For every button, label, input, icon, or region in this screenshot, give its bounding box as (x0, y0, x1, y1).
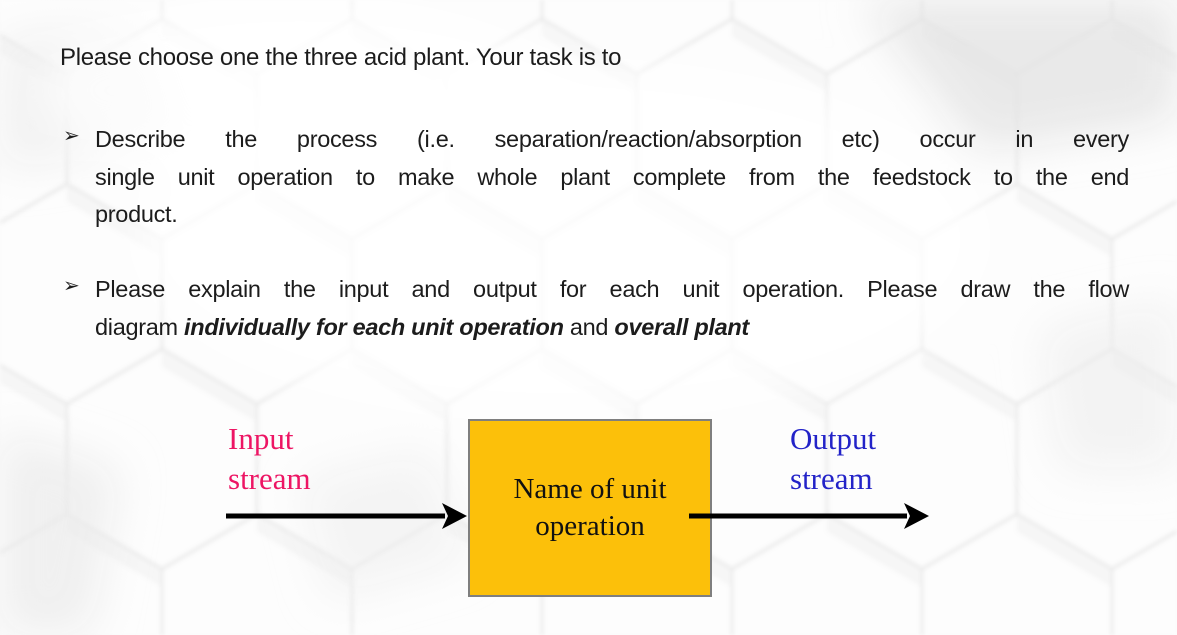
output-arrow (689, 503, 929, 529)
emphasis-individually: individually for each unit operation (184, 313, 564, 340)
bullet-item-describe-process: ➢ Describe the process (i.e. separation/… (63, 121, 1129, 234)
bullet-line: single unit operation to make whole plan… (95, 163, 1129, 190)
bullet-line: Describe the process (i.e. separation/re… (95, 126, 1129, 152)
output-stream-label: Output stream (790, 421, 877, 496)
slide-title: Please choose one the three acid plant. … (60, 44, 622, 71)
input-stream-label: Input stream (228, 421, 311, 496)
bullet-item-explain-io: ➢ Please explain the input and output fo… (63, 271, 1129, 346)
bullet-line: Please explain the input and output for … (95, 276, 1129, 302)
bullet-text: Please explain the input and output for … (95, 271, 1129, 346)
bullet-line-middle: and (563, 313, 615, 340)
unit-operation-box-label: Name of unit operation (513, 473, 667, 542)
emphasis-overall-plant: overall plant (614, 313, 749, 340)
bullet-text: Describe the process (i.e. separation/re… (95, 121, 1129, 234)
input-arrow (226, 503, 467, 529)
unit-operation-box: Name of unit operation (468, 419, 712, 597)
bullet-line: product. (95, 201, 178, 227)
bullet-line: diagram individually for each unit opera… (95, 309, 1129, 347)
bullet-arrow-icon: ➢ (63, 275, 80, 297)
bullet-arrow-icon: ➢ (63, 125, 80, 147)
bullet-line-prefix: diagram (95, 313, 185, 340)
